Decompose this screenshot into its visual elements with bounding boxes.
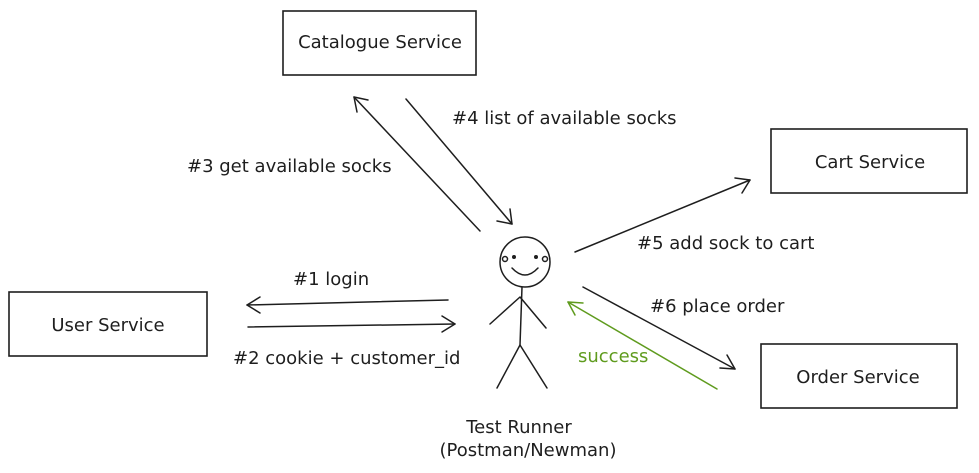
arrow-success-head bbox=[567, 301, 584, 316]
arrow-place-order-shaft bbox=[582, 286, 736, 370]
cart-service-label: Cart Service bbox=[815, 152, 925, 173]
order-service-box bbox=[760, 343, 958, 409]
runner-subtitle: (Postman/Newman) bbox=[440, 440, 617, 461]
runner-body bbox=[519, 286, 523, 346]
user-service-box bbox=[8, 291, 208, 357]
step-success-label: success bbox=[578, 346, 648, 367]
step-cookie-label: #2 cookie + customer_id bbox=[233, 348, 460, 369]
arrow-login bbox=[246, 296, 449, 314]
arrow-list-socks-shaft bbox=[405, 98, 513, 225]
arrow-add-cart bbox=[574, 177, 751, 253]
runner-head bbox=[499, 236, 551, 288]
arrow-cookie bbox=[247, 315, 456, 333]
runner-right-cheek bbox=[541, 255, 549, 263]
arrow-cookie-shaft bbox=[247, 323, 456, 328]
runner-title: Test Runner bbox=[465, 417, 572, 438]
runner-legs bbox=[496, 344, 548, 389]
arrow-success bbox=[567, 301, 718, 390]
arrow-place-order-head bbox=[719, 354, 736, 370]
cart-service-node: Cart Service bbox=[770, 128, 968, 194]
runner-arms bbox=[489, 296, 547, 329]
arrow-login-shaft bbox=[246, 299, 449, 306]
order-service-node: Order Service bbox=[760, 343, 958, 409]
catalogue-service-label: Catalogue Service bbox=[298, 32, 462, 53]
step-login-label: #1 login bbox=[293, 269, 369, 290]
arrow-get-socks-shaft bbox=[353, 96, 481, 232]
arrow-login-head bbox=[246, 296, 261, 314]
arrow-get-socks bbox=[353, 96, 481, 232]
user-service-label: User Service bbox=[51, 315, 164, 336]
arrow-get-socks-head bbox=[353, 96, 369, 113]
arrow-list-socks bbox=[405, 98, 513, 225]
runner-left-eye bbox=[512, 255, 516, 259]
cart-service-box bbox=[770, 128, 968, 194]
step-get-socks-label: #3 get available socks bbox=[187, 156, 392, 177]
runner-left-cheek bbox=[501, 255, 509, 263]
step-add-cart-label: #5 add sock to cart bbox=[637, 233, 814, 254]
step-place-order-label: #6 place order bbox=[650, 296, 785, 317]
arrow-add-cart-shaft bbox=[574, 179, 751, 253]
arrow-add-cart-head bbox=[734, 177, 751, 194]
catalogue-service-box bbox=[282, 10, 477, 76]
arrow-success-shaft bbox=[567, 301, 718, 390]
catalogue-service-node: Catalogue Service bbox=[282, 10, 477, 76]
arrow-cookie-head bbox=[441, 315, 456, 333]
order-service-label: Order Service bbox=[796, 367, 919, 388]
test-runner-figure bbox=[489, 236, 551, 389]
arrow-list-socks-head bbox=[496, 208, 513, 225]
runner-smile bbox=[511, 267, 539, 276]
runner-right-eye bbox=[534, 255, 538, 259]
user-service-node: User Service bbox=[8, 291, 208, 357]
step-list-socks-label: #4 list of available socks bbox=[452, 108, 677, 129]
arrow-place-order bbox=[582, 286, 736, 370]
